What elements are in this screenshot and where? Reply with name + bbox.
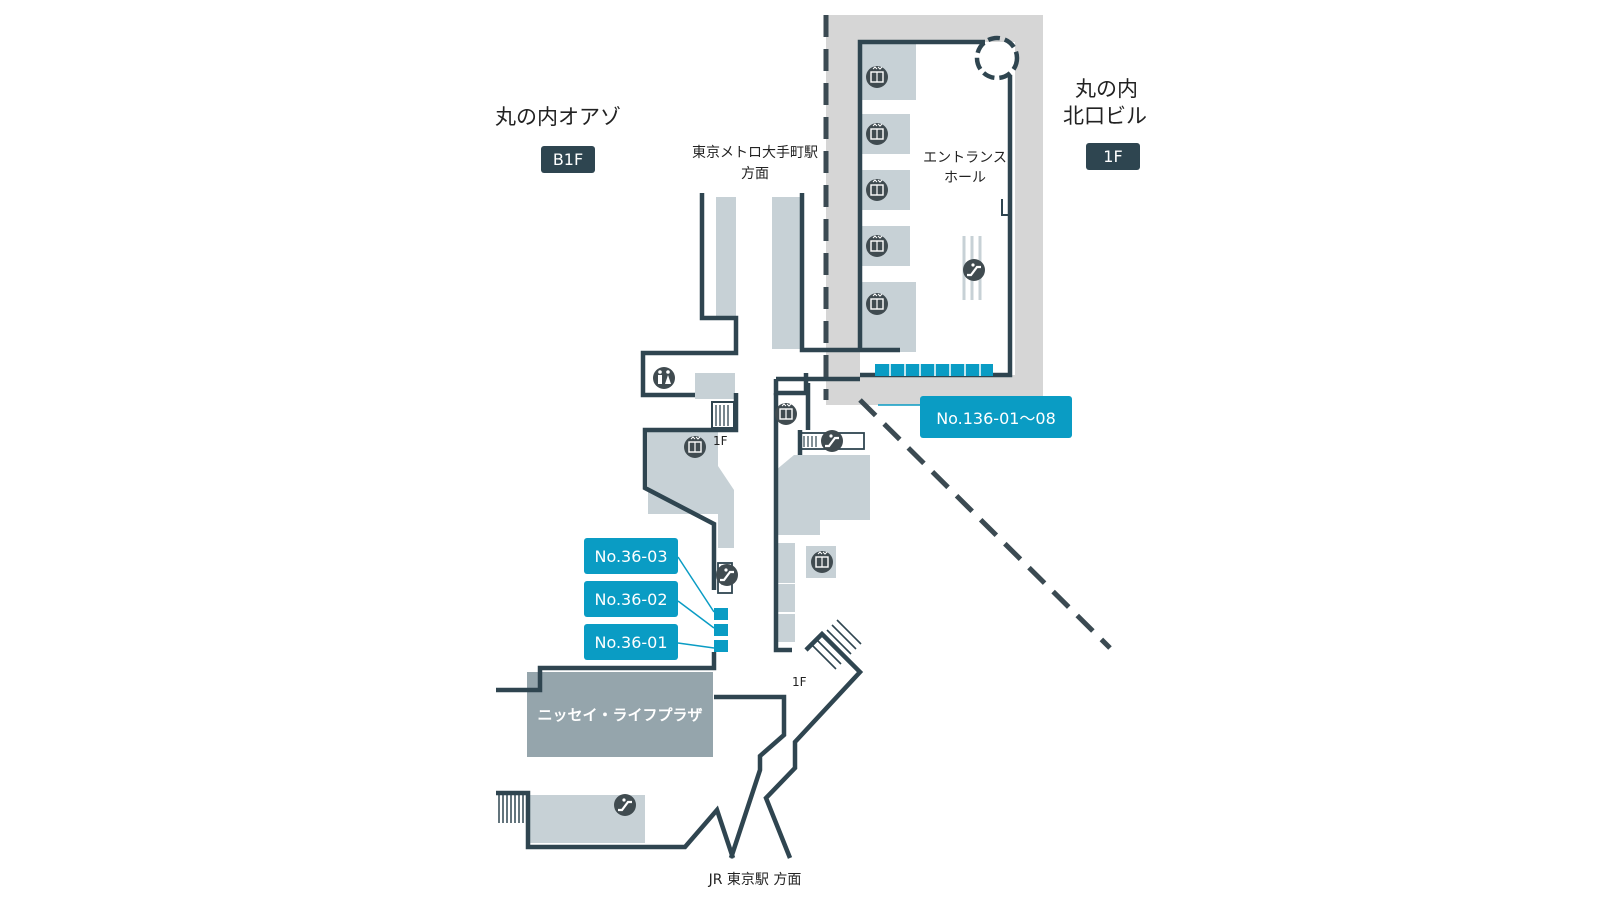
locker-row-main[interactable] [875, 364, 993, 376]
elevator-icon [865, 234, 889, 258]
locker-boxes-left[interactable] [714, 608, 728, 652]
escalator-stairs-bottom [498, 795, 524, 823]
locker-callout-36-02[interactable]: No.36-02 [584, 581, 678, 617]
locker-callout-36-03[interactable]: No.36-03 [584, 538, 678, 574]
elevator-icon [774, 402, 798, 426]
nissay-life-plaza-area [527, 672, 713, 757]
corridor-rooms [528, 197, 870, 843]
kitaguchi-floor-tag: 1F [1086, 143, 1140, 170]
oazo-floor-tag: B1F [541, 146, 595, 173]
escalator-icon [961, 257, 987, 283]
leader-lines [677, 404, 920, 649]
escalator-icon [612, 792, 638, 818]
kitaguchi-building-name-line2: 北口ビル [1063, 104, 1147, 128]
entrance-hall-label-line1: エントランス [923, 150, 1007, 166]
elevator-icon [810, 550, 834, 574]
elevator-icon [865, 178, 889, 202]
stairs-1f-label-left: 1F [713, 434, 728, 448]
locker-callout-36-01[interactable]: No.36-01 [584, 624, 678, 660]
restroom-icon [653, 367, 675, 389]
elevator-icon [865, 292, 889, 316]
locker-callout-main[interactable]: No.136-01～08 [920, 396, 1072, 438]
elevator-icon [683, 435, 707, 459]
elevator-rooms [860, 42, 916, 352]
metro-direction-label-line2: 方面 [741, 166, 769, 182]
entrance-hall-label-line2: ホール [944, 170, 986, 186]
jr-direction-label: JR 東京駅 方面 [708, 872, 802, 888]
kitaguchi-building-name-line1: 丸の内 [1075, 77, 1138, 101]
elevator-icon [865, 122, 889, 146]
nissay-life-plaza-label: ニッセイ・ライフプラザ [537, 706, 703, 724]
oazo-building-name: 丸の内オアゾ [495, 105, 621, 129]
building-boundary-line [858, 398, 1112, 650]
stairs-1f-label-bottom: 1F [792, 675, 807, 689]
walls [496, 193, 900, 859]
stairs-bottom [811, 619, 862, 670]
escalator-icon [819, 428, 845, 454]
metro-direction-label-line1: 東京メトロ大手町駅 [692, 145, 818, 161]
elevator-icon [865, 65, 889, 89]
escalator-icon [714, 562, 740, 588]
hall-column [974, 35, 1020, 81]
stairs-left [711, 401, 735, 429]
